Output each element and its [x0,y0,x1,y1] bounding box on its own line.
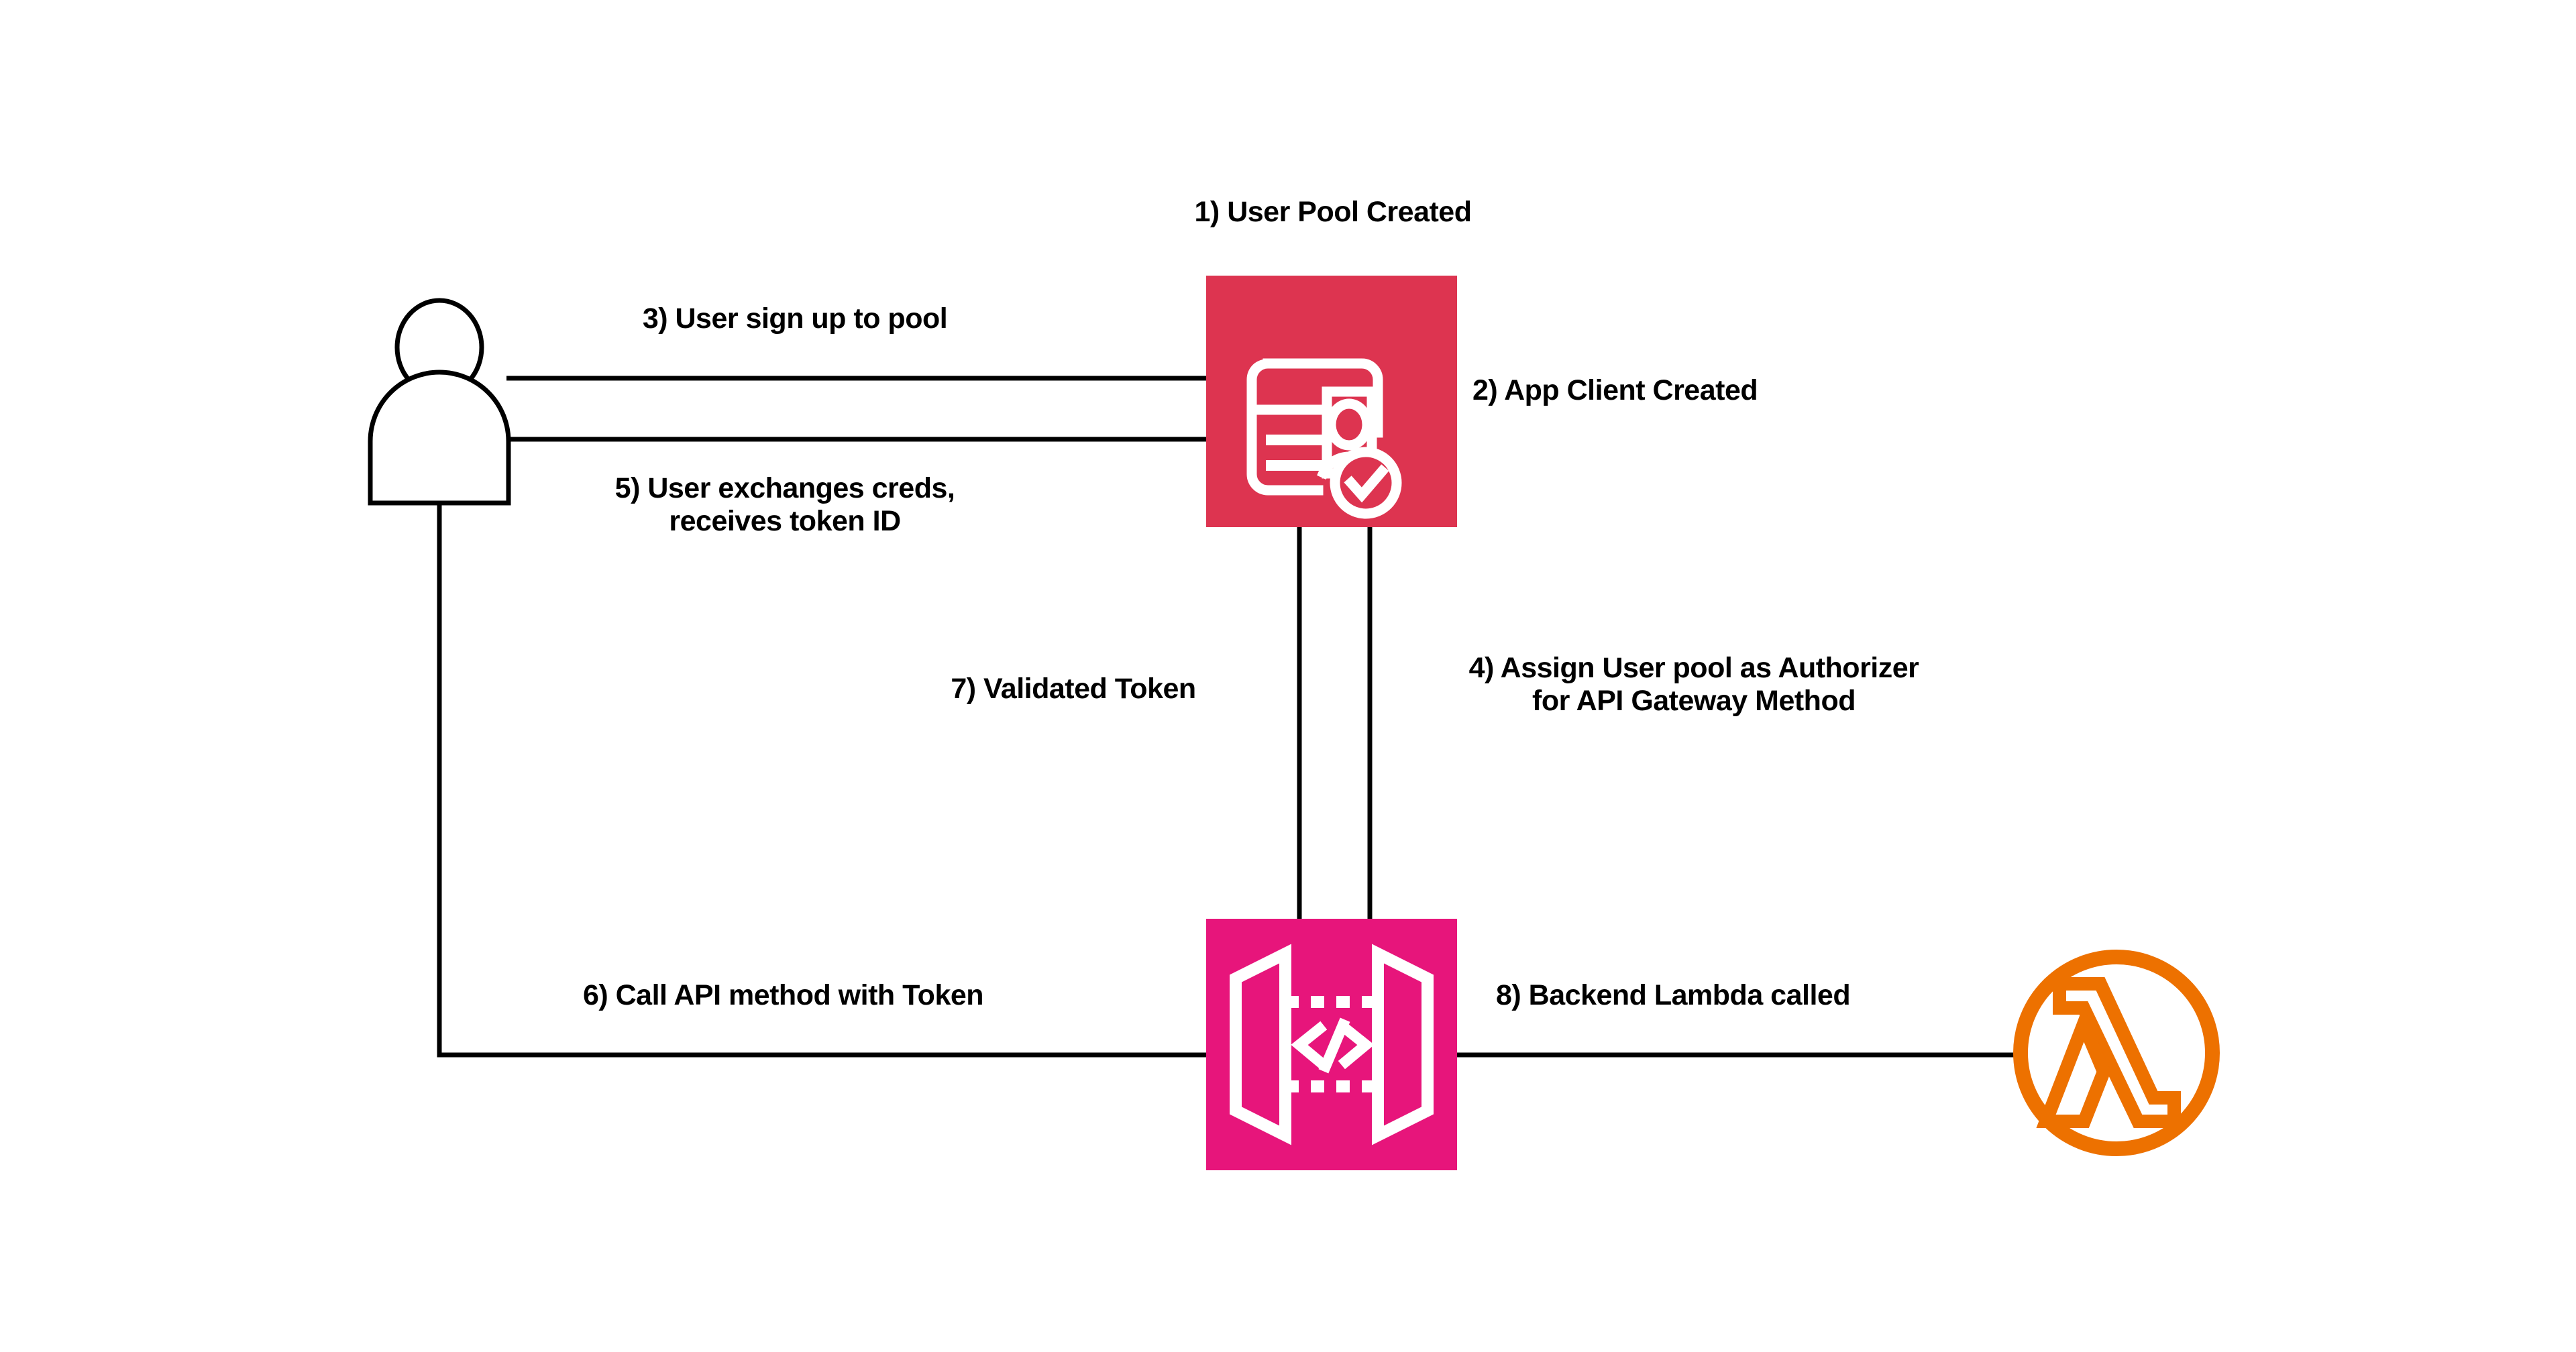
step-4-label: 4) Assign User pool as Authorizer for AP… [1375,652,2012,718]
step-8-label: 8) Backend Lambda called [1496,979,1851,1011]
step-5-label-line-2: receives token ID [669,505,901,538]
cognito-user-pool-icon [1246,358,1402,519]
step-4-label-line-1: 4) Assign User pool as Authorizer [1468,652,1919,684]
connector-lines [437,376,2021,1058]
api-gateway-icon [1230,944,1434,1145]
step-5-label: 5) User exchanges creds, receives token … [443,472,1127,538]
lambda-icon [2036,977,2181,1128]
step-6-label: 6) Call API method with Token [582,979,984,1011]
lambda-circle[interactable] [2013,950,2220,1156]
step-5-label-line-1: 5) User exchanges creds, [614,472,955,504]
step-1-label: 1) User Pool Created [1194,196,1472,228]
connector-user-to-apigw-call [437,503,1208,1058]
cognito-user-pool-node[interactable] [0,0,1457,527]
lambda-node[interactable] [2013,950,2220,1156]
api-gateway-node[interactable] [1206,919,1457,1170]
step-7-label: 7) Validated Token [951,673,1196,705]
step-4-label-line-2: for API Gateway Method [1532,685,1856,718]
step-2-label: 2) App Client Created [1472,374,1758,406]
user-actor-icon [368,298,511,506]
step-3-label: 3) User sign up to pool [642,302,948,335]
